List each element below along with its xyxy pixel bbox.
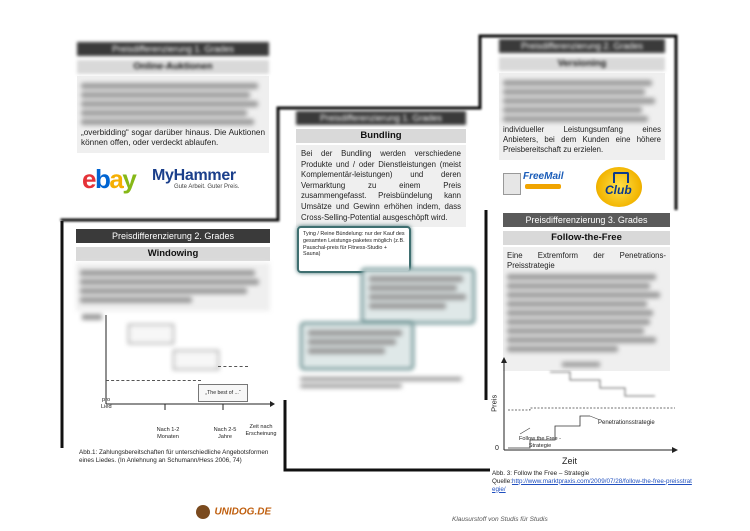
windowing-x-label-3: Zeit nach Erscheinung (245, 424, 277, 437)
follow-x-label: Zeit (562, 456, 578, 466)
box-versioning-text: individueller Leistungsumfang eines Anbi… (503, 125, 661, 155)
follow-caption-source: Quelle:http://www.marktpraxis.com/2009/0… (492, 478, 692, 494)
follow-caption: Abb. 3: Follow the Free – Strategie Quel… (492, 470, 692, 493)
windowing-caption: Abb.1: Zahlungsbereitschaften für unters… (79, 449, 269, 464)
freemail-logo-text: FreeMail (523, 171, 564, 182)
box-ppd1-blurred-text (81, 83, 265, 125)
bundling-caption-blurred (300, 374, 470, 391)
dog-icon (196, 504, 210, 519)
note-mixed-bundling (361, 268, 475, 324)
windowing-best-of-label: „The best of ...“ (205, 390, 241, 396)
box-ppd1-subheader: Online-Auktionen (77, 60, 269, 74)
footer-right-text: Klausurstoff von Studis für Studis (452, 516, 548, 523)
note-unbundling (300, 322, 414, 370)
club-logo-text: Club (605, 183, 632, 197)
unidog-logo-text: UNIDOG.DE (214, 506, 272, 518)
box-windowing-blurred-text (76, 263, 270, 311)
unidog-logo: UNIDOG.DE (196, 503, 271, 521)
windowing-x-label-1: Nach 1-2 Monaten (156, 427, 180, 440)
box-bundling-header: Preisdifferenzierung 1. Grades (296, 111, 466, 125)
follow-source-prefix: Quelle: (492, 477, 512, 485)
follow-chart: Preis 0 Penetrationsstrategie Follow the… (489, 356, 680, 466)
windowing-box-best-of: „The best of ...“ (198, 384, 248, 402)
myhammer-logo-text: MyHammer (152, 167, 236, 184)
freemail-logo: FreeMail (503, 169, 564, 199)
club-logo: Club (596, 167, 642, 207)
note-tying-text: Tying / Reine Bündelung: nur der Kauf de… (303, 231, 405, 258)
box-ppd1-text: „overbidding“ sogar darüber hinaus. Die … (81, 128, 265, 148)
box-windowing: Preisdifferenzierung 2. Grades Windowing (76, 229, 270, 311)
windowing-chart-svg (105, 315, 275, 410)
box-versioning-subheader: Versioning (499, 57, 665, 71)
windowing-y-label-top: pro (102, 397, 111, 403)
follow-y-label: Preis (489, 394, 499, 412)
follow-series-penetration: Penetrationsstrategie (598, 420, 655, 426)
box-windowing-header: Preisdifferenzierung 2. Grades (76, 229, 270, 243)
follow-chart-svg (501, 357, 678, 453)
box-follow: Preisdifferenzierung 3. Grades Follow-th… (503, 213, 670, 371)
box-bundling-text: Bei der Bundling werden verschiedene Pro… (301, 149, 461, 222)
windowing-chart: „The best of ...“ pro Lied Nach 1-2 Mona… (78, 310, 278, 445)
box-follow-subheader: Follow-the-Free (503, 231, 670, 245)
box-versioning-header: Preisdifferenzierung 2. Grades (499, 39, 665, 53)
note-tying: Tying / Reine Bündelung: nur der Kauf de… (297, 226, 411, 273)
box-bundling-subheader: Bundling (296, 129, 466, 143)
box-versioning-blurred-text (503, 80, 661, 122)
box-follow-text: Eine Extremform der Penetrations-Preisst… (507, 251, 666, 270)
box-ppd1: Preisdifferenzierung 1. Grades Online-Au… (77, 42, 269, 153)
box-versioning: Preisdifferenzierung 2. Grades Versionin… (499, 39, 665, 160)
follow-series-follow: Follow the Free - Strategie (519, 436, 561, 449)
box-windowing-subheader: Windowing (76, 247, 270, 261)
windowing-x-label-2: Nach 2-5 Jahre (213, 427, 237, 440)
follow-source-link[interactable]: http://www.marktpraxis.com/2009/07/28/fo… (492, 477, 692, 493)
windowing-y-label-bottom: Lied (101, 404, 112, 410)
box-bundling: Preisdifferenzierung 1. Grades Bundling … (296, 111, 466, 228)
follow-y-zero: 0 (495, 445, 499, 452)
box-follow-header: Preisdifferenzierung 3. Grades (503, 213, 670, 227)
ebay-logo: ebay (82, 164, 137, 194)
box-follow-blurred-text (507, 274, 666, 352)
myhammer-logo: MyHammer Gute Arbeit. Guter Preis. (152, 167, 239, 190)
myhammer-tagline: Gute Arbeit. Guter Preis. (174, 184, 240, 190)
follow-caption-title: Abb. 3: Follow the Free – Strategie (492, 470, 590, 477)
box-ppd1-header: Preisdifferenzierung 1. Grades (77, 42, 269, 56)
